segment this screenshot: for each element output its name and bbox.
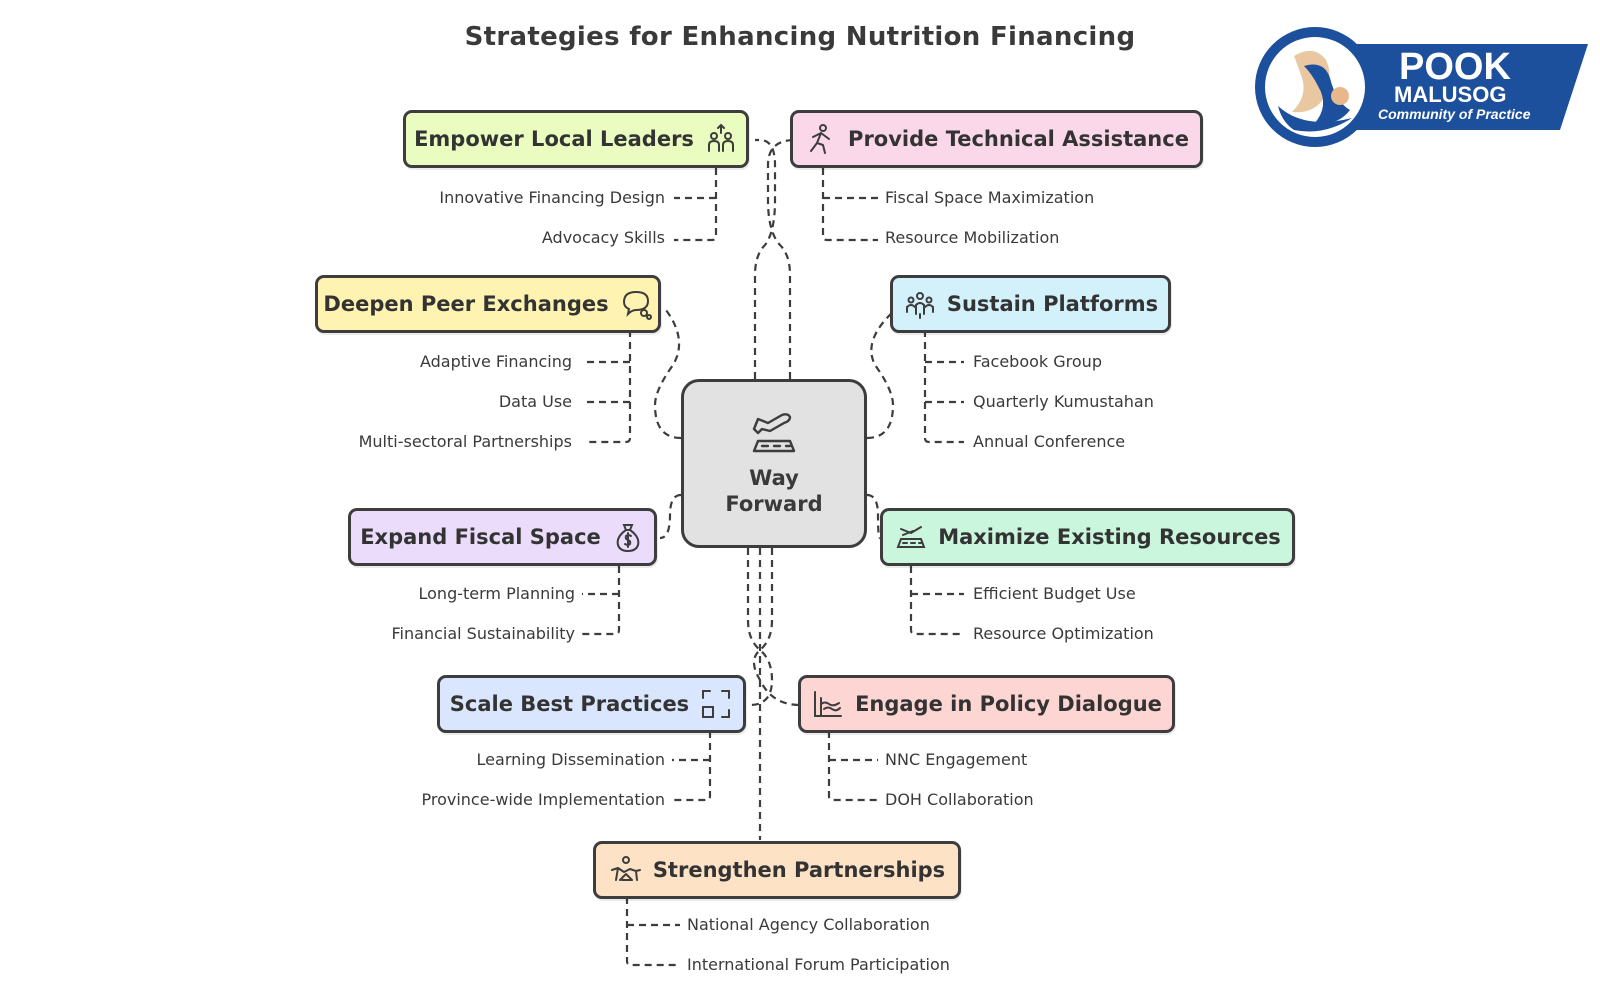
people-growth-icon (704, 122, 738, 156)
link-fiscal (659, 493, 682, 540)
resource-stack-icon (894, 520, 928, 554)
logo-tagline: Community of Practice (1378, 106, 1531, 122)
bracket-policy (827, 731, 878, 802)
sub-item: Annual Conference (973, 432, 1126, 451)
strategy-label: Expand Fiscal Space (360, 525, 601, 549)
handshake-icon (609, 853, 643, 887)
center-line-2: Forward (725, 491, 823, 516)
chart-waves-icon (811, 687, 845, 721)
sub-item: Financial Sustainability (391, 624, 575, 643)
strategy-scale-best-practices: Scale Best Practices (437, 675, 746, 733)
plane-landing-icon (746, 411, 802, 465)
strategy-label: Sustain Platforms (946, 292, 1159, 316)
pook-malusog-logo: POOK MALUSOG Community of Practice (1254, 26, 1588, 148)
link-platforms (866, 309, 896, 440)
bracket-resources (909, 566, 964, 636)
sub-item: Facebook Group (973, 352, 1102, 371)
group-icon (903, 287, 937, 321)
bracket-fiscal (582, 566, 621, 636)
sub-item: Province-wide Implementation (421, 790, 665, 809)
strategy-provide-technical-assistance: Provide Technical Assistance (790, 110, 1203, 168)
strategy-label: Engage in Policy Dialogue (855, 692, 1162, 716)
sub-item: International Forum Participation (687, 955, 950, 974)
strategy-label: Deepen Peer Exchanges (323, 292, 609, 316)
sub-item: Adaptive Financing (419, 352, 572, 371)
strategy-deepen-peer-exchanges: Deepen Peer Exchanges (315, 275, 661, 333)
sub-item: NNC Engagement (885, 750, 1028, 769)
sub-item: Quarterly Kumustahan (973, 392, 1154, 411)
sub-item: Innovative Financing Design (439, 188, 665, 207)
link-peer (653, 309, 682, 440)
strategy-sustain-platforms: Sustain Platforms (890, 275, 1171, 333)
link-empower (753, 138, 777, 379)
sub-item: Long-term Planning (418, 584, 576, 603)
strategy-expand-fiscal-space: Expand Fiscal Space (348, 508, 657, 566)
strategy-strengthen-partnerships: Strengthen Partnerships (593, 841, 961, 899)
bracket-platforms (923, 330, 964, 444)
link-scale (746, 548, 774, 707)
runner-icon (804, 122, 838, 156)
sub-item: Data Use (498, 392, 572, 411)
money-bag-icon (611, 520, 645, 554)
sub-item: Resource Optimization (973, 624, 1154, 643)
sub-item: Fiscal Space Maximization (885, 188, 1095, 207)
bracket-empower (674, 168, 718, 242)
sub-item: Multi-sectoral Partnerships (358, 432, 572, 451)
logo-title: POOK (1399, 46, 1511, 88)
link-policy (752, 548, 801, 707)
sub-item: Advocacy Skills (541, 228, 665, 247)
strategy-label: Maximize Existing Resources (938, 525, 1281, 549)
scale-squares-icon (699, 687, 733, 721)
strategy-label: Scale Best Practices (449, 692, 690, 716)
bracket-technical (821, 168, 878, 242)
link-technical (766, 138, 796, 379)
sub-item: Resource Mobilization (885, 228, 1060, 247)
speech-bubble-icon (619, 287, 653, 321)
sub-item: DOH Collaboration (885, 790, 1034, 809)
bracket-partnerships (625, 897, 680, 967)
bracket-scale (672, 731, 712, 802)
sub-item: Efficient Budget Use (973, 584, 1136, 603)
center-node-way-forward: Way Forward (681, 379, 867, 548)
diagram-title: Strategies for Enhancing Nutrition Finan… (464, 22, 1136, 52)
strategy-label: Strengthen Partnerships (652, 858, 946, 882)
center-line-1: Way (749, 465, 799, 490)
bracket-peer (586, 330, 632, 444)
mother-child-logo-icon (1255, 27, 1588, 147)
strategy-label: Empower Local Leaders (414, 127, 694, 151)
strategy-engage-in-policy-dialogue: Engage in Policy Dialogue (798, 675, 1175, 733)
sub-item: National Agency Collaboration (687, 915, 930, 934)
strategy-label: Provide Technical Assistance (848, 127, 1189, 151)
strategy-empower-local-leaders: Empower Local Leaders (403, 110, 749, 168)
strategy-maximize-existing-resources: Maximize Existing Resources (880, 508, 1295, 566)
logo-subtitle: MALUSOG (1394, 82, 1507, 107)
link-resources (866, 493, 882, 540)
sub-item: Learning Dissemination (476, 750, 665, 769)
